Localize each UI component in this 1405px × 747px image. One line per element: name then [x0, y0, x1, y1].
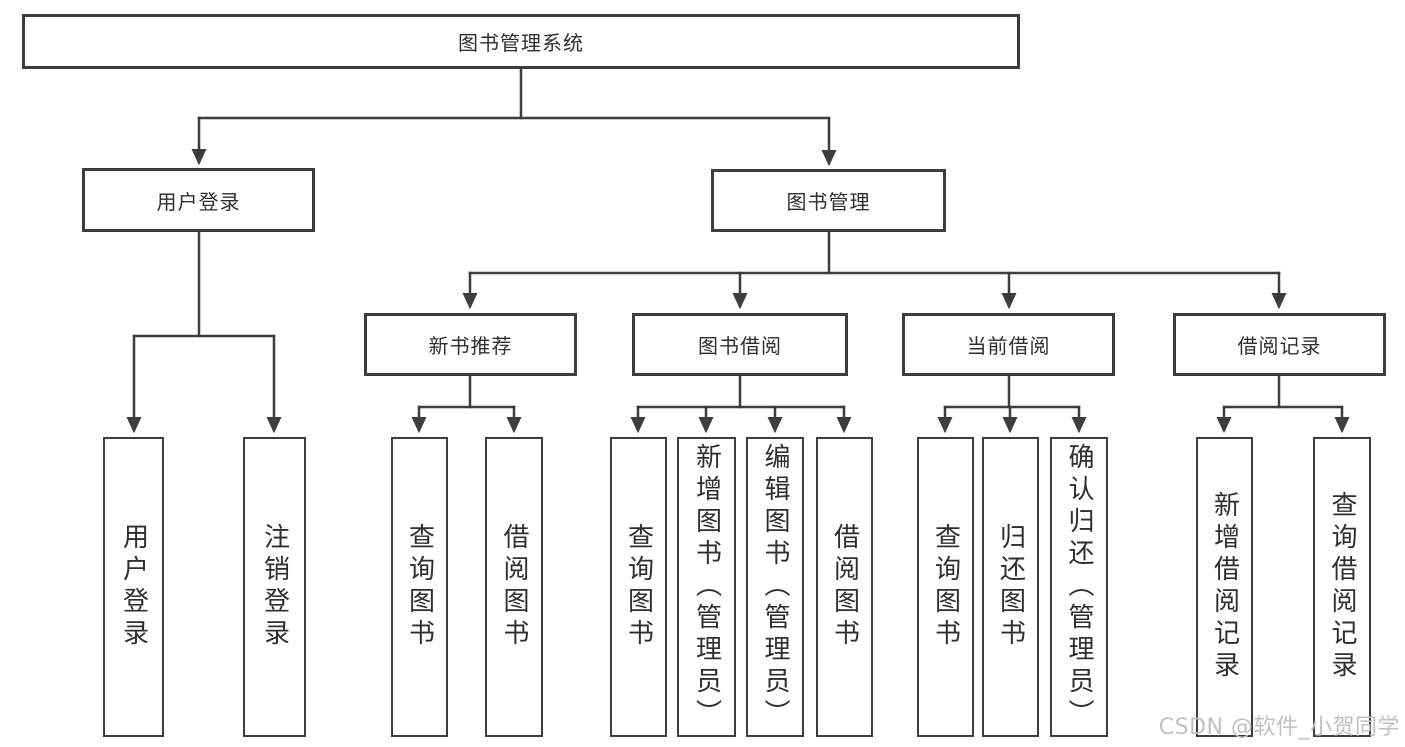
leaf-label: 新增图书（管理员） [691, 443, 722, 731]
node-label: 图书管理 [786, 190, 871, 214]
node-label: 图书借阅 [698, 334, 782, 358]
leaf-label: 借阅图书 [499, 523, 529, 651]
leaf-confirm-return-admin: 确认归还（管理员） [1050, 437, 1108, 737]
node-new-book-recommendation: 新书推荐 [364, 313, 577, 376]
csdn-watermark: CSDN @软件_小贺同学 [1158, 715, 1400, 740]
leaf-query-borrow-record: 查询借阅记录 [1313, 437, 1371, 737]
node-current-borrowing: 当前借阅 [902, 313, 1115, 376]
leaf-label: 用户登录 [118, 523, 149, 651]
leaf-user-login: 用户登录 [103, 437, 164, 737]
leaf-label: 借阅图书 [829, 523, 860, 651]
leaf-borrow-books: 借阅图书 [816, 437, 873, 737]
leaf-label: 查询图书 [623, 523, 654, 651]
node-label: 借阅记录 [1237, 334, 1322, 358]
node-book-management: 图书管理 [711, 169, 946, 232]
leaf-return-books: 归还图书 [982, 437, 1039, 737]
node-label: 用户登录 [156, 189, 241, 214]
leaf-label: 查询图书 [930, 523, 961, 651]
leaf-borrow-books-recommendation: 借阅图书 [485, 437, 543, 737]
leaf-label: 确认归还（管理员） [1064, 443, 1094, 731]
node-label: 图书管理系统 [458, 31, 584, 55]
leaf-label: 编辑图书（管理员） [760, 443, 790, 731]
node-label: 当前借阅 [966, 334, 1051, 358]
leaf-label: 查询图书 [404, 523, 435, 651]
leaf-label: 新增借阅记录 [1209, 491, 1240, 683]
node-library-management-system: 图书管理系统 [22, 14, 1020, 69]
leaf-label: 归还图书 [995, 523, 1026, 651]
leaf-add-borrow-record: 新增借阅记录 [1196, 437, 1253, 737]
node-label: 新书推荐 [428, 334, 513, 358]
leaf-label: 查询借阅记录 [1327, 491, 1357, 683]
leaf-query-books-borrowing: 查询图书 [610, 437, 667, 737]
node-borrow-records: 借阅记录 [1173, 313, 1386, 376]
node-user-login: 用户登录 [82, 168, 315, 232]
leaf-label: 注销登录 [259, 523, 290, 651]
leaf-edit-books-admin: 编辑图书（管理员） [746, 437, 804, 737]
leaf-logout: 注销登录 [243, 437, 306, 737]
leaf-query-books-recommendation: 查询图书 [391, 437, 448, 737]
leaf-query-books-current: 查询图书 [917, 437, 974, 737]
leaf-add-books-admin: 新增图书（管理员） [677, 437, 736, 737]
node-book-borrowing: 图书借阅 [632, 313, 848, 376]
